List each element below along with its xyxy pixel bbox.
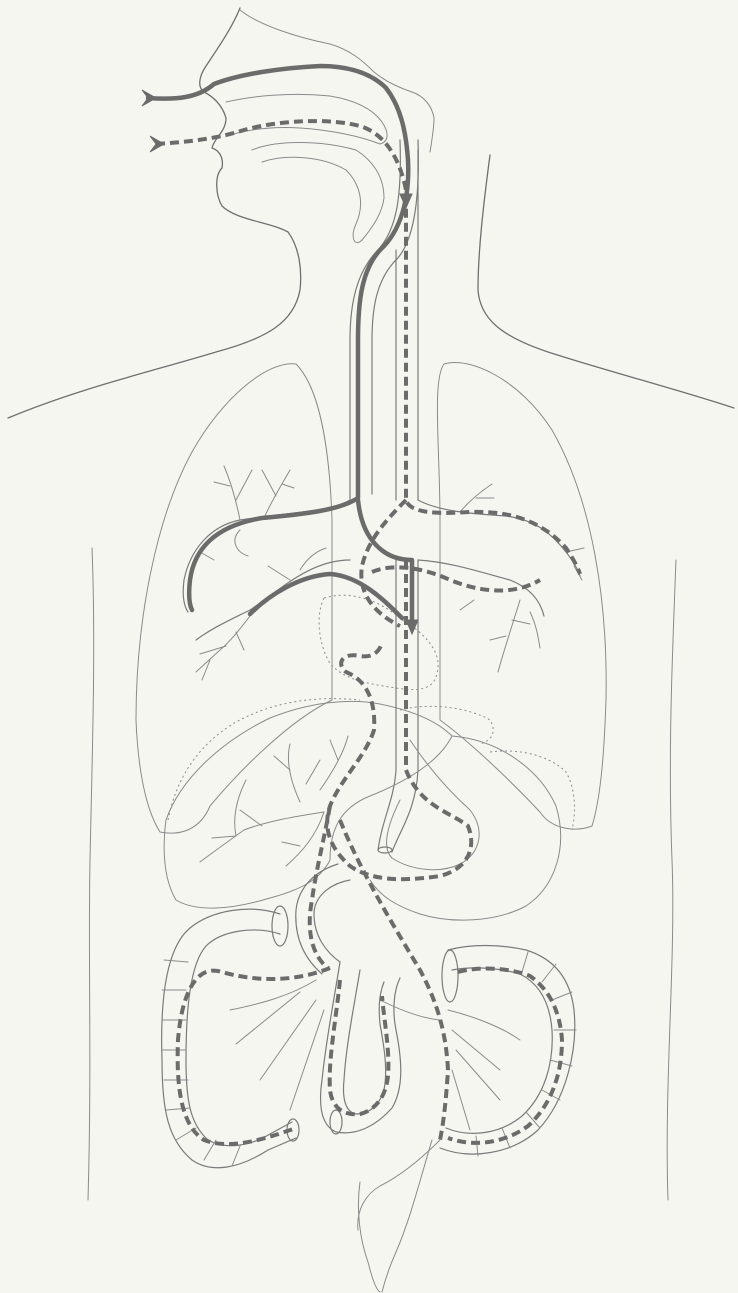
torso-left — [88, 548, 94, 1200]
esophagus-end — [378, 847, 392, 853]
right-lung — [437, 362, 606, 829]
air-entry-arrow — [142, 90, 156, 106]
small-intestine-loop — [321, 962, 401, 1133]
body-outline — [8, 8, 734, 1292]
heart-and-diaphragm — [168, 595, 574, 830]
left-lung — [136, 364, 332, 833]
descending-colon — [440, 946, 575, 1155]
neck-right — [478, 155, 734, 408]
ileum-end — [330, 1110, 342, 1134]
stomach — [370, 736, 561, 920]
torso-right — [667, 560, 676, 1200]
left-bronchiole-1 — [214, 466, 294, 520]
colon-bend-left — [272, 906, 288, 946]
liver — [164, 701, 452, 908]
pelvis — [358, 1182, 380, 1292]
rectum — [382, 1140, 432, 1292]
trachea-right-wall — [372, 140, 418, 494]
air-path — [142, 66, 418, 634]
intestines — [162, 864, 576, 1230]
ascending-colon — [162, 909, 296, 1168]
left-bronchiole-3 — [196, 608, 256, 680]
head-profile — [8, 8, 301, 418]
food-arrow-down — [400, 194, 412, 208]
food-entry-arrow — [150, 136, 164, 152]
duodenum-wall — [296, 864, 350, 974]
liver-outline — [164, 701, 452, 908]
right-bronchiole-1 — [460, 484, 494, 512]
tongue — [252, 143, 384, 243]
palate — [226, 94, 387, 144]
diaphragm-far-right — [490, 751, 574, 830]
stomach-curve — [370, 736, 561, 920]
right-bronchiole-3 — [460, 600, 540, 672]
colon-bend-right — [442, 950, 458, 1002]
hepatic-vessels — [200, 736, 348, 866]
